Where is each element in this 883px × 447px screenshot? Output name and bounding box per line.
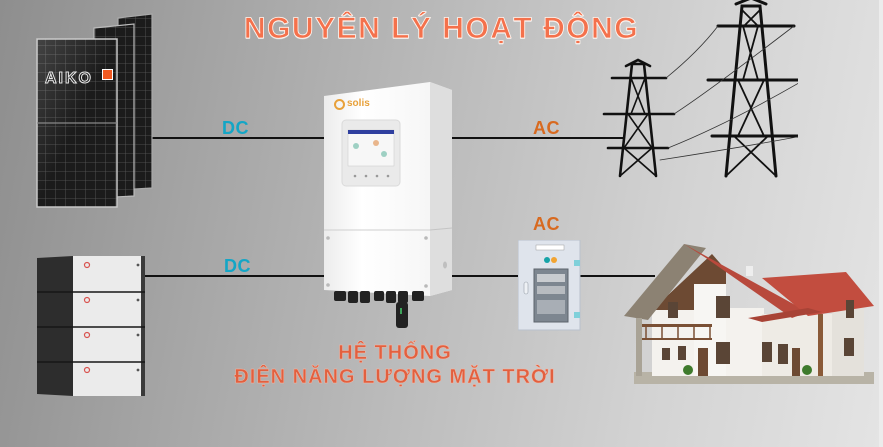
hybrid-inverter-icon (322, 80, 457, 360)
solis-logo-mark-icon (334, 99, 345, 110)
wire-cabinet-house (580, 275, 655, 277)
diagram-title: NGUYÊN LÝ HOẠT ĐỘNG (243, 12, 640, 46)
subtitle-line-2: ĐIỆN NĂNG LƯỢNG MẶT TRỜI (234, 366, 556, 388)
subtitle-line-1: HỆ THỐNG (338, 342, 452, 364)
solis-logo: solis (347, 98, 370, 109)
house-icon (622, 240, 882, 390)
ac-label-bottom: AC (533, 214, 560, 234)
aiko-logo-mark-icon (102, 69, 113, 80)
wire-panel-inverter (150, 137, 330, 139)
power-pylon-icon (598, 0, 798, 178)
electrical-cabinet-icon (518, 240, 582, 332)
ac-label-top: AC (533, 118, 560, 138)
wire-inverter-grid (452, 137, 624, 139)
dc-label-bottom: DC (224, 256, 251, 276)
dc-label-top: DC (222, 118, 249, 138)
solar-panel-icon (36, 10, 154, 210)
aiko-logo: AIKO (45, 70, 93, 88)
battery-stack-icon (37, 256, 149, 398)
wire-inverter-cabinet (452, 275, 522, 277)
wire-battery-inverter (145, 275, 330, 277)
